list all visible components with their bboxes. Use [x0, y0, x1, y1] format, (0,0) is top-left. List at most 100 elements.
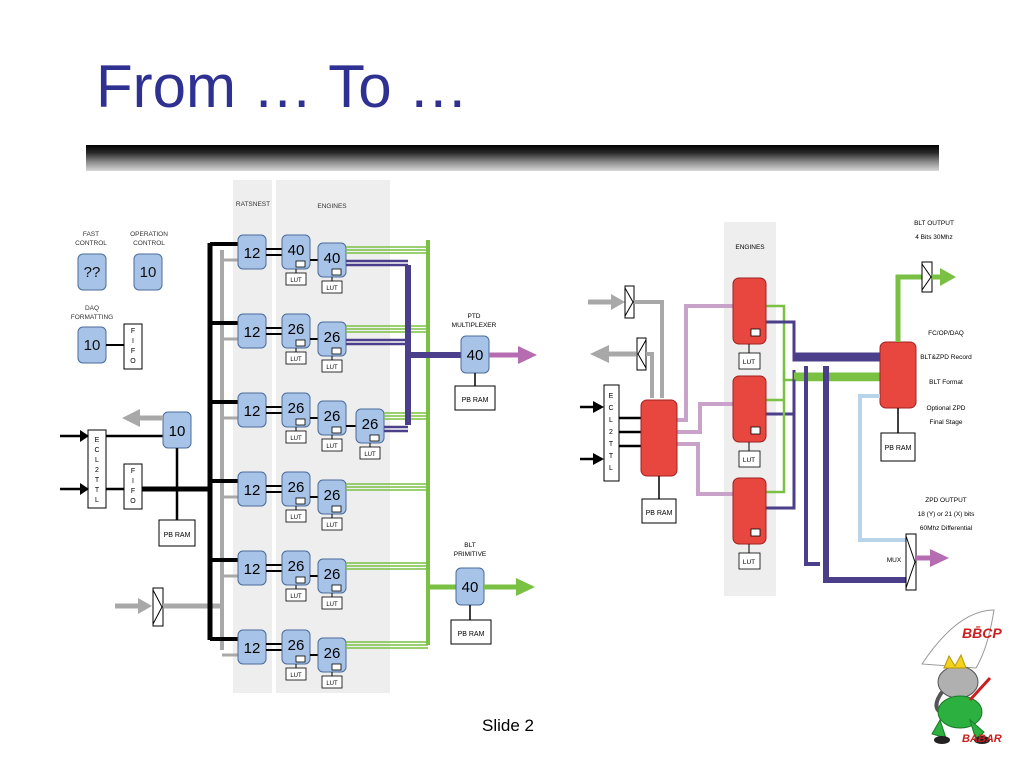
lut-box: [285, 351, 307, 365]
pb-ram-old-label: PB RAM: [164, 532, 191, 539]
logo-bottom-text: BABAR: [962, 733, 1002, 745]
ratsnest-value: 12: [244, 561, 261, 578]
fast-control-value: ??: [84, 264, 101, 281]
lut-label: LUT: [290, 594, 302, 600]
logo-top-text: BB̄CP: [962, 624, 1002, 641]
engine-port: [331, 663, 342, 671]
lut-label: LUT: [326, 523, 338, 529]
engine-value: 26: [324, 329, 341, 346]
engine-value: 26: [324, 487, 341, 504]
function-label: BLT&ZPD Record: [920, 354, 972, 361]
fifo-letter: F: [131, 348, 135, 355]
engine-value: 26: [288, 321, 305, 338]
lut-label: LUT: [326, 681, 338, 687]
fast-control-box: [77, 253, 107, 291]
engine-port: [331, 426, 342, 434]
ecl2ttl-letter: T: [95, 477, 100, 484]
title-divider-bar: [86, 145, 939, 171]
fifo-box-top: [123, 323, 143, 370]
blt-prim-label-1: BLT: [464, 542, 475, 549]
new-engine-node: [732, 277, 767, 345]
new-pb-ram-left-label: PB RAM: [646, 510, 673, 517]
function-label: Final Stage: [930, 419, 963, 426]
ecl2ttl-letter: C: [608, 405, 613, 412]
lut-label: LUT: [364, 452, 376, 458]
daq-formatting-value: 10: [84, 337, 101, 354]
old-system-diagram: RATSNEST ENGINES FAST CONTROL ?? OPERATI…: [60, 180, 537, 693]
function-label: Optional ZPD: [926, 405, 965, 412]
new-engine-port: [750, 426, 761, 435]
lut-box: [321, 359, 343, 373]
new-lut-box: [738, 352, 761, 370]
ratsnest-node: [237, 392, 267, 428]
ratsnest-value: 12: [244, 324, 261, 341]
lut-label: LUT: [326, 365, 338, 371]
operation-control-value: 10: [140, 264, 157, 281]
new-central-node: [640, 399, 678, 477]
ecl2ttl-letter: T: [609, 453, 614, 460]
ecl2ttl-letter: E: [95, 437, 100, 444]
slide-title: From … To …: [96, 53, 469, 120]
ecl2ttl-letter: C: [94, 447, 99, 454]
blt-prim-ram: [450, 619, 492, 645]
new-lut-label: LUT: [743, 359, 755, 366]
new-output-node: [879, 341, 917, 409]
ratsnest-value: 12: [244, 403, 261, 420]
operation-control-box: [133, 253, 163, 291]
lut-box: [285, 509, 307, 523]
new-engines: LUT LUT LUT: [732, 277, 767, 570]
ratsnest-node: [237, 629, 267, 665]
lut-box: [321, 596, 343, 610]
fifo-letter: O: [130, 358, 136, 365]
new-pb-ram-left: [641, 498, 677, 524]
blt-prim-ram-label: PB RAM: [458, 631, 485, 638]
engine-value: 26: [288, 558, 305, 575]
lut-label: LUT: [326, 286, 338, 292]
engine-port: [331, 505, 342, 513]
ratsnest-node: [237, 313, 267, 349]
ecl2ttl-letter: T: [609, 441, 614, 448]
engine-port: [295, 576, 306, 584]
lut-box: [359, 446, 381, 460]
fifo-letter: F: [131, 488, 135, 495]
lut-label: LUT: [290, 515, 302, 521]
new-pb-ram-right: [880, 432, 916, 462]
lut-box: [285, 588, 307, 602]
ptd-mux-label-2: MULTIPLEXER: [452, 322, 497, 329]
lut-label: LUT: [290, 278, 302, 284]
lut-box: [285, 272, 307, 286]
ptd-mux-label-1: PTD: [468, 313, 481, 320]
zpd-output-line3: 60Mhz Differential: [920, 525, 973, 532]
new-engine-node: [732, 375, 767, 443]
daq-formatting-label-1: DAQ: [85, 305, 99, 312]
fifo-letter: O: [130, 498, 136, 505]
new-lut-label: LUT: [743, 457, 755, 464]
ptd-mux-ram-label: PB RAM: [462, 397, 489, 404]
engine-port: [295, 418, 306, 426]
ecl2ttl-letter: L: [95, 497, 99, 504]
mux-label: MUX: [887, 557, 902, 564]
ratsnest-node: [237, 550, 267, 586]
engine-port: [295, 655, 306, 663]
ecl2ttl-letter: L: [609, 465, 613, 472]
fast-control-label-2: CONTROL: [75, 240, 107, 247]
engine-port: [295, 497, 306, 505]
engine-value: 26: [288, 637, 305, 654]
engine-value: 40: [324, 250, 341, 267]
new-lut-box: [738, 450, 761, 468]
engine-value: 26: [324, 408, 341, 425]
ecl2ttl-letter: E: [609, 393, 614, 400]
blt-output-line2: 4 Bits 30Mhz: [915, 234, 953, 241]
lut-box: [285, 667, 307, 681]
new-engine-port: [750, 328, 761, 337]
lut-label: LUT: [326, 444, 338, 450]
lut-box: [321, 675, 343, 689]
daq-formatting-label-2: FORMATTING: [71, 314, 114, 321]
engine-value: 26: [288, 479, 305, 496]
new-engine-port: [750, 528, 761, 537]
input-node-value: 10: [169, 423, 186, 440]
engine-value: 26: [324, 566, 341, 583]
new-lut-label: LUT: [743, 559, 755, 566]
